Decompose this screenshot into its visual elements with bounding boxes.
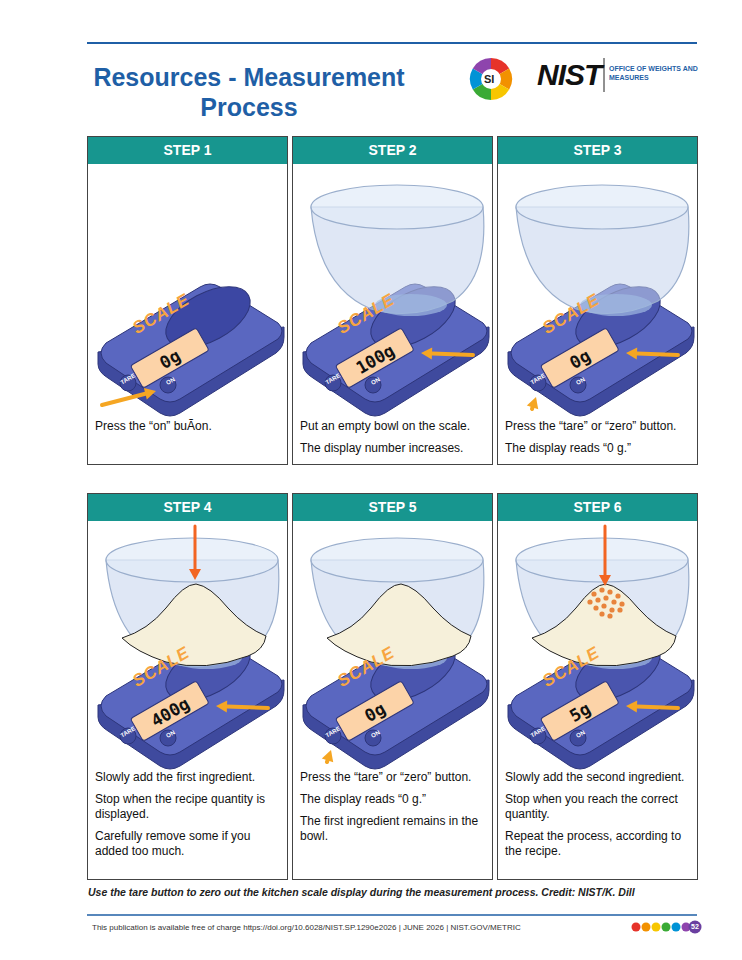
step-heading: STEP 3 (498, 137, 697, 164)
step-panel: STEP 1Press the “on” buÃon.SCALETAREON0g (87, 136, 288, 465)
agency-name: NIST (537, 58, 601, 92)
step-text: Press the “on” buÃon. (95, 419, 282, 434)
page-title: Resources - Measurement Process (84, 62, 414, 122)
step-text: Repeat the process, according to the rec… (505, 829, 692, 859)
step-panel: STEP 4 Slowly add the first ingredient. St… (87, 493, 288, 880)
footer-text: This publication is available free of ch… (92, 923, 521, 932)
step-text: The first ingredient remains in the bowl… (300, 814, 487, 844)
step-text: Stop when the recipe quantity is display… (95, 792, 282, 822)
si-logo: SI (484, 73, 494, 85)
office-name: OFFICE OF WEIGHTS AND MEASURES (609, 64, 701, 82)
page-number: 52 (689, 923, 701, 930)
step-body: Press the “on” buÃon. (95, 419, 282, 441)
step-heading: STEP 2 (293, 137, 492, 164)
step-text: Slowly add the first ingredient. (95, 770, 282, 785)
step-heading: STEP 5 (293, 494, 492, 521)
scale-illustration (88, 494, 289, 881)
step-text: Carefully remove some if you added too m… (95, 829, 282, 859)
scale-illustration (498, 494, 699, 881)
step-body: Slowly add the second ingredient. Stop wh… (505, 770, 692, 866)
step-panel: STEP 6Slowly add the second ingredient.S… (497, 493, 698, 880)
step-heading: STEP 6 (498, 494, 697, 521)
step-text: Press the “tare” or “zero” button. (505, 419, 692, 434)
step-text: The display number increases. (300, 441, 487, 456)
step-body: Press the “tare” or “zero” button. The di… (300, 770, 487, 851)
step-panel: STEP 2 Put an empty bowl on the scale. The… (292, 136, 493, 465)
step-text: Slowly add the second ingredient. (505, 770, 692, 785)
step-text: Stop when you reach the correct quantity… (505, 792, 692, 822)
step-body: Slowly add the first ingredient. Stop whe… (95, 770, 282, 866)
step-text: Put an empty bowl on the scale. (300, 419, 487, 434)
figure-caption: Use the tare button to zero out the kitc… (88, 886, 708, 898)
step-panel: STEP 3 Press the “tare” or “zero” button.… (497, 136, 698, 465)
step-panel: STEP 5 Press the “tare” or “zero” button.… (292, 493, 493, 880)
step-text: The display reads “0 g.” (300, 792, 487, 807)
step-text: The display reads “0 g.” (505, 441, 692, 456)
step-text: Press the “tare” or “zero” button. (300, 770, 487, 785)
step-body: Press the “tare” or “zero” button. The di… (505, 419, 692, 463)
step-heading: STEP 1 (88, 137, 287, 164)
step-body: Put an empty bowl on the scale. The displ… (300, 419, 487, 463)
step-heading: STEP 4 (88, 494, 287, 521)
